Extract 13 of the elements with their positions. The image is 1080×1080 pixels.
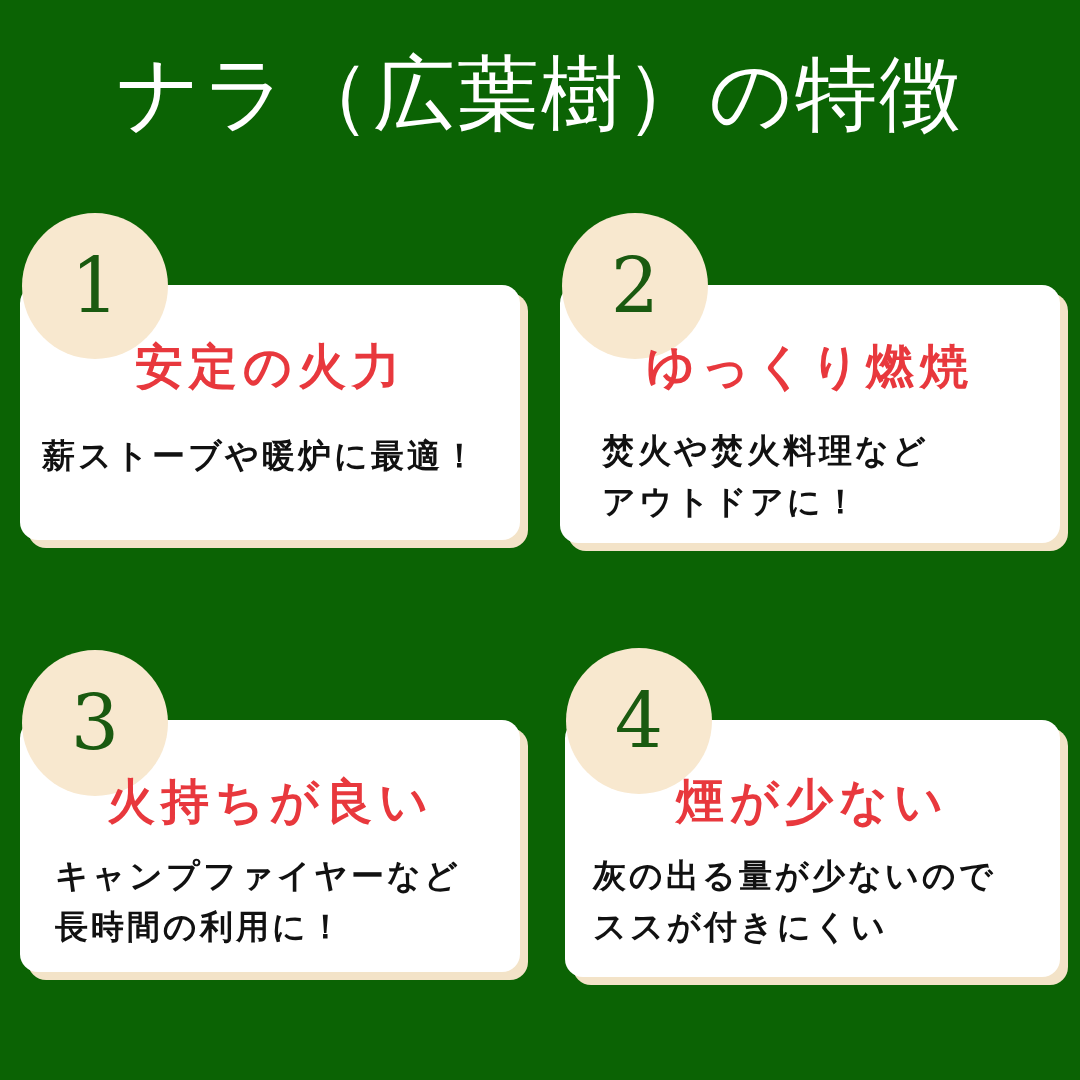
feature-heading: ゆっくり燃焼: [645, 340, 975, 393]
step-number: 2: [610, 248, 660, 324]
feature-description: 薪ストーブや暖炉に最適！: [42, 435, 480, 477]
feature-description: 焚火や焚火料理などアウトドアに！: [602, 430, 930, 524]
step-number: 4: [614, 683, 664, 759]
feature-heading: 火持ちが良い: [105, 775, 435, 828]
feature-description: 灰の出る量が少ないのでススが付きにくい: [593, 855, 997, 949]
step-number: 3: [70, 685, 120, 761]
title: ナラ（広葉樹）の特徴: [116, 45, 964, 143]
feature-heading: 安定の火力: [133, 340, 407, 393]
feature-description: キャンプファイヤーなど長時間の利用に！: [55, 855, 462, 949]
feature-heading: 煙が少ない: [674, 775, 950, 828]
step-number: 1: [70, 248, 120, 324]
